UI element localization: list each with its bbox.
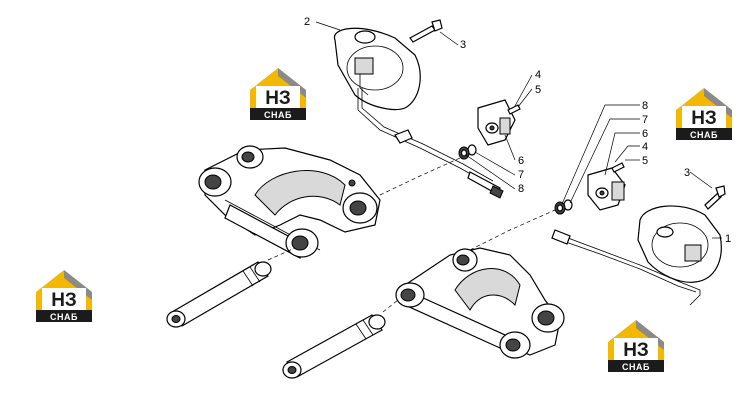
svg-text:НЗ: НЗ: [51, 290, 77, 311]
bolt-small-upper: [507, 104, 521, 115]
bolt-upper: [409, 19, 443, 43]
callout-3: 3: [684, 167, 690, 179]
callout-labels: 2 3 4 5 6 7 8 8 7 6 4 5 3 1: [304, 16, 731, 245]
sensor-upper: [477, 99, 516, 146]
sensor-bracket-lower: [637, 205, 722, 283]
callout-5: 5: [642, 155, 648, 167]
callout-6: 6: [518, 155, 524, 167]
svg-text:НЗ: НЗ: [265, 88, 291, 109]
callout-7: 7: [642, 114, 648, 126]
bolt-small-lower: [611, 162, 625, 173]
watermark-logo: НЗ СНАБ: [676, 88, 732, 140]
sensor-lower: [587, 167, 626, 211]
oring-lower: [554, 201, 566, 215]
svg-text:СНАБ: СНАБ: [622, 362, 650, 372]
leader-lines: [315, 21, 722, 239]
callout-4: 4: [535, 69, 541, 81]
upper-swing-arm: [198, 145, 381, 259]
svg-text:СНАБ: СНАБ: [264, 110, 292, 120]
svg-text:НЗ: НЗ: [623, 340, 649, 361]
lower-pin: [282, 314, 386, 379]
svg-text:СНАБ: СНАБ: [50, 312, 78, 322]
callout-1: 1: [725, 233, 731, 245]
callout-6: 6: [642, 128, 648, 140]
svg-text:НЗ: НЗ: [691, 108, 717, 129]
watermark-logo: НЗ СНАБ: [608, 320, 664, 372]
svg-text:СНАБ: СНАБ: [690, 130, 718, 140]
callout-5: 5: [535, 84, 541, 96]
watermark-logo: НЗ СНАБ: [36, 270, 92, 322]
callout-8: 8: [518, 183, 524, 195]
callout-7: 7: [518, 169, 524, 181]
sensor-bracket-upper: [333, 27, 421, 111]
oring-upper: [458, 146, 470, 160]
callout-4: 4: [642, 141, 648, 153]
sensor-probe-upper: [467, 171, 504, 199]
callout-3: 3: [460, 39, 466, 51]
watermark-logo: НЗ СНАБ: [250, 68, 306, 120]
upper-pin: [166, 261, 272, 328]
bolt-lower: [704, 185, 726, 210]
callout-8: 8: [642, 100, 648, 112]
lower-swing-arm: [395, 247, 565, 359]
callout-2: 2: [304, 16, 310, 28]
